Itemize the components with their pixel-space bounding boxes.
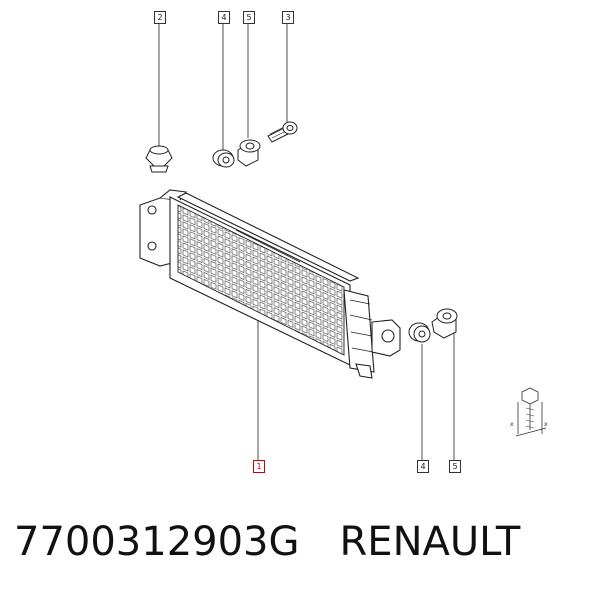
grommet-part-5-top bbox=[237, 139, 261, 167]
radiator-assembly bbox=[139, 189, 401, 379]
rubber-mount-part-2 bbox=[145, 145, 173, 173]
callout-part-3: 3 bbox=[282, 11, 294, 24]
svg-text:x: x bbox=[510, 421, 514, 428]
part-number: 7700312903G bbox=[14, 519, 300, 565]
part-caption: 7700312903G RENAULT bbox=[14, 512, 594, 572]
screw-part-3 bbox=[267, 121, 298, 143]
callout-part-5-bottom: 5 bbox=[449, 460, 461, 473]
leader-lines bbox=[158, 23, 455, 460]
bushing-part-4-top bbox=[212, 149, 235, 168]
callout-part-5-top: 5 bbox=[243, 11, 255, 24]
brand-name: RENAULT bbox=[339, 519, 521, 565]
callout-part-4-bottom: 4 bbox=[417, 460, 429, 473]
grommet-part-5-bottom bbox=[431, 308, 458, 339]
bolt-dimension-icon: x x bbox=[510, 387, 548, 437]
callout-part-2: 2 bbox=[154, 11, 166, 24]
exploded-parts-diagram: x x bbox=[139, 23, 548, 460]
callout-part-4-top: 4 bbox=[218, 11, 230, 24]
callout-part-1: 1 bbox=[253, 460, 265, 473]
svg-text:x: x bbox=[544, 421, 548, 428]
bushing-part-4-bottom bbox=[408, 322, 431, 343]
